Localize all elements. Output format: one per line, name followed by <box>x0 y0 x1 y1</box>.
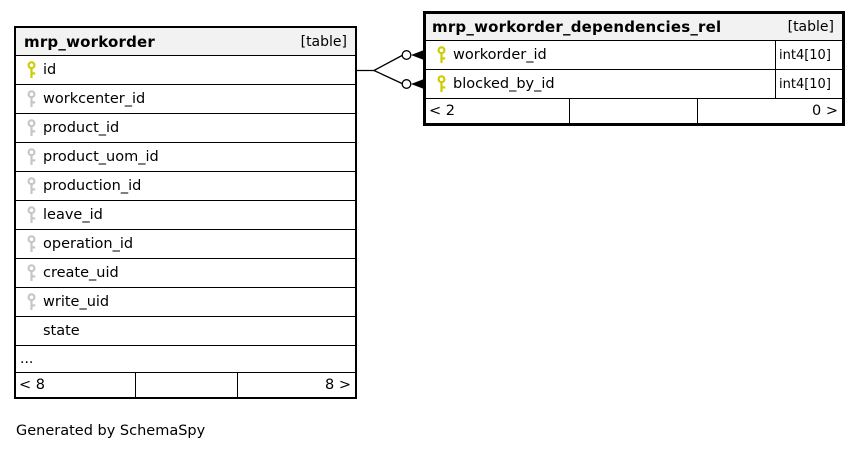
column-name: state <box>43 323 80 339</box>
table-row: production_id <box>16 172 355 201</box>
table-row: workorder_id int4[10] <box>426 41 842 70</box>
column-name: operation_id <box>43 236 134 252</box>
table-row: product_uom_id <box>16 143 355 172</box>
foreign-key-icon <box>27 235 36 253</box>
foreign-key-icon <box>27 148 36 166</box>
column-name: id <box>43 62 57 78</box>
column-type: int4[10] <box>775 41 842 69</box>
footer-spacer <box>569 99 698 123</box>
table-mrp-workorder: mrp_workorder [table] id workcenter_id p… <box>14 26 357 399</box>
column-name: workorder_id <box>453 47 547 63</box>
column-name: create_uid <box>43 265 119 281</box>
table-type-badge: [table] <box>787 19 834 35</box>
footer-spacer <box>135 373 238 397</box>
primary-key-icon <box>27 61 36 79</box>
foreign-key-icon <box>27 90 36 108</box>
table-row: create_uid <box>16 259 355 288</box>
table-mrp-workorder-dependencies-rel: mrp_workorder_dependencies_rel [table] w… <box>423 11 845 126</box>
table-row: blocked_by_id int4[10] <box>426 70 842 99</box>
table-row: leave_id <box>16 201 355 230</box>
table-row: workcenter_id <box>16 85 355 114</box>
column-name: production_id <box>43 178 142 194</box>
column-name: product_uom_id <box>43 149 159 165</box>
column-type: int4[10] <box>775 70 842 98</box>
table-row: product_id <box>16 114 355 143</box>
hidden-columns-ellipsis: ... <box>16 346 355 373</box>
column-name: write_uid <box>43 294 110 310</box>
foreign-key-icon <box>27 264 36 282</box>
incoming-relations-count: < 8 <box>19 377 45 393</box>
relationship-edge <box>357 54 403 85</box>
incoming-relations-count: < 2 <box>429 103 455 119</box>
foreign-key-icon <box>27 177 36 195</box>
primary-key-icon <box>437 75 446 93</box>
primary-key-icon <box>437 46 446 64</box>
column-name: workcenter_id <box>43 91 146 107</box>
table-title[interactable]: mrp_workorder_dependencies_rel <box>432 18 722 36</box>
table-title[interactable]: mrp_workorder <box>24 32 156 51</box>
column-name: blocked_by_id <box>453 76 555 92</box>
generator-note: Generated by SchemaSpy <box>16 423 206 439</box>
table-footer: < 8 8 > <box>16 373 355 397</box>
foreign-key-icon <box>27 293 36 311</box>
outgoing-relations-count: 8 > <box>325 377 351 393</box>
table-row: id <box>16 56 355 85</box>
foreign-key-icon <box>27 206 36 224</box>
table-row: write_uid <box>16 288 355 317</box>
relationship-endpoints <box>401 50 424 89</box>
table-type-badge: [table] <box>300 33 347 50</box>
table-row: operation_id <box>16 230 355 259</box>
table-header: mrp_workorder_dependencies_rel [table] <box>426 14 842 41</box>
outgoing-relations-count: 0 > <box>812 103 838 119</box>
table-header: mrp_workorder [table] <box>16 28 355 56</box>
column-name: product_id <box>43 120 120 136</box>
table-row: state <box>16 317 355 346</box>
foreign-key-icon <box>27 119 36 137</box>
column-name: leave_id <box>43 207 103 223</box>
table-footer: < 2 0 > <box>426 99 842 123</box>
